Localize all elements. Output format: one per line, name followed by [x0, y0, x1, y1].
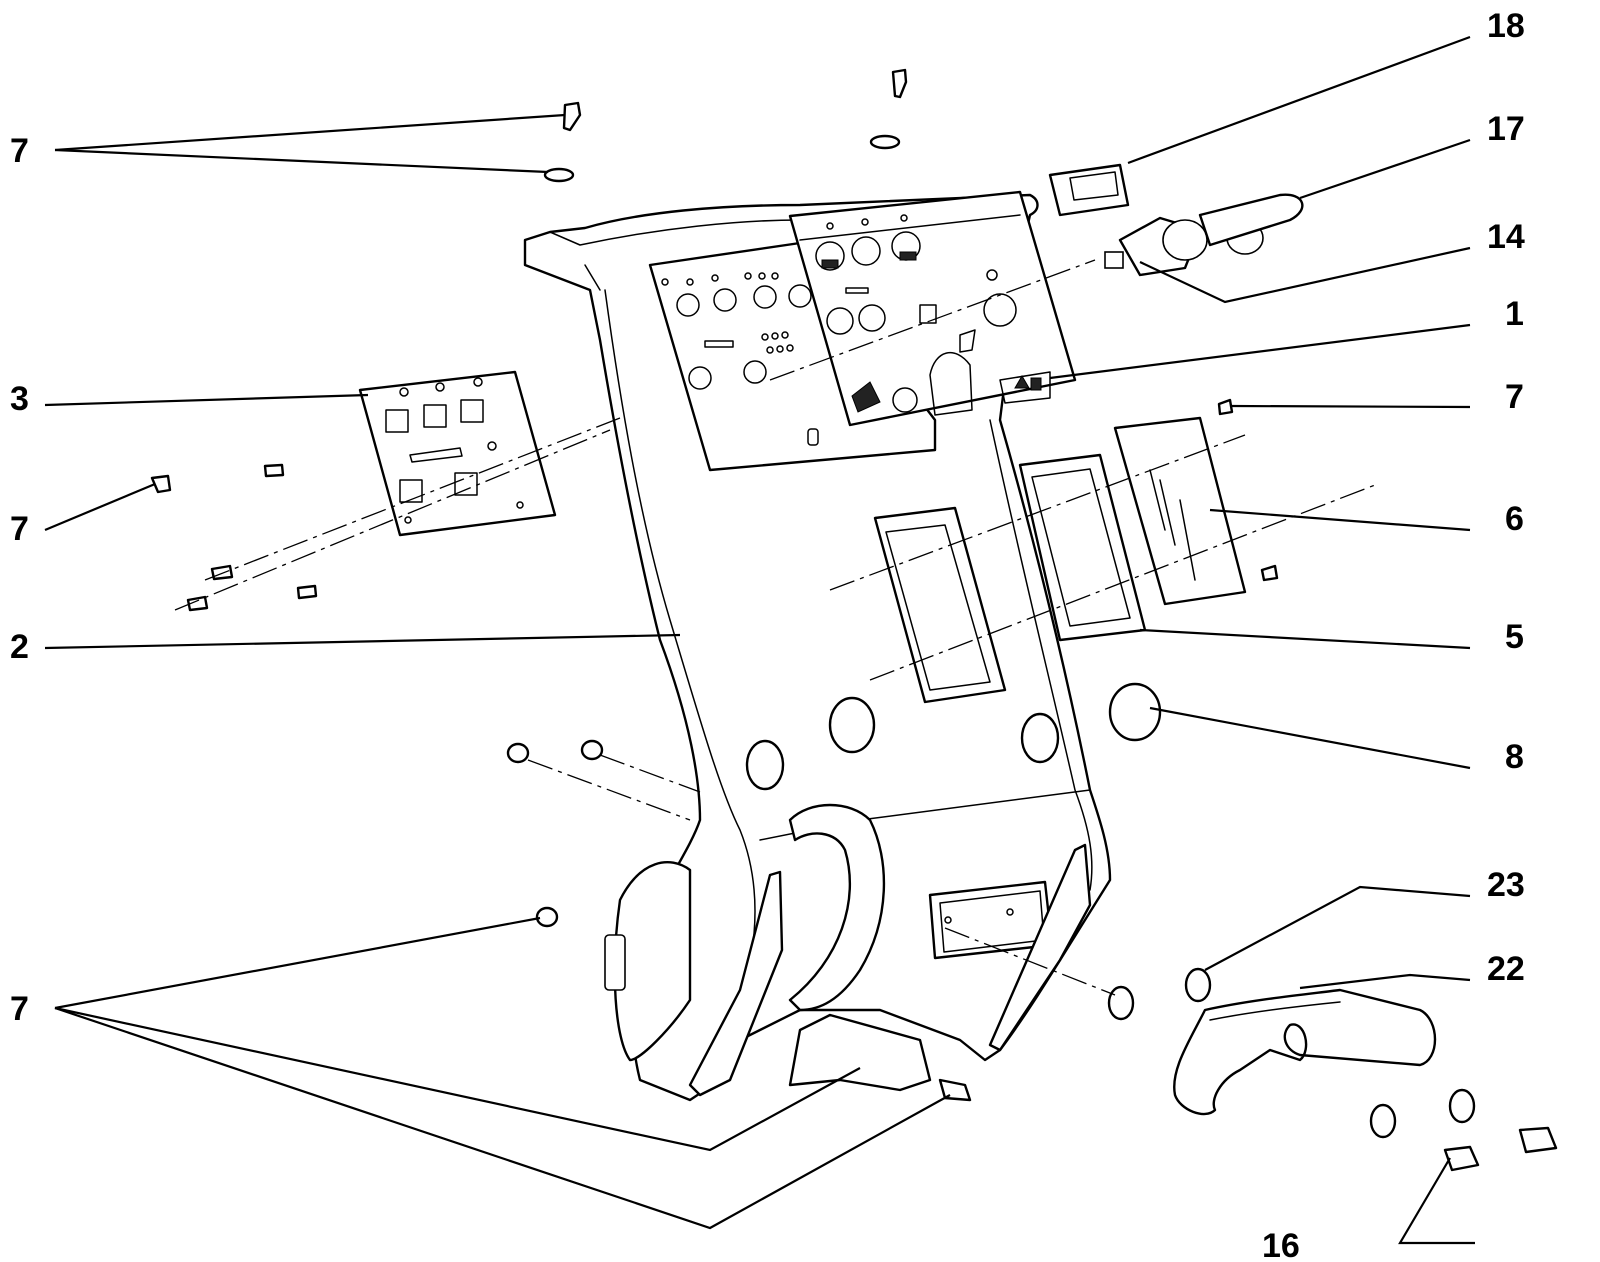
callout-5: 5 [1505, 618, 1524, 656]
callout-1: 1 [1505, 295, 1524, 333]
callout-6: 6 [1505, 500, 1524, 538]
callout-18: 18 [1487, 7, 1525, 45]
display-bezel-body [873, 506, 1007, 704]
callout-7-left: 7 [10, 510, 29, 548]
handle-part-22 [1173, 988, 1437, 1116]
callout-8: 8 [1505, 738, 1524, 776]
console-body [523, 193, 1112, 1102]
display-cover-part-6 [1113, 416, 1247, 606]
callout-7-bottom-left: 7 [10, 990, 29, 1028]
callout-14: 14 [1487, 218, 1525, 256]
plug-caps-part-8 [745, 682, 1162, 791]
callout-23: 23 [1487, 866, 1525, 904]
callout-16: 16 [1262, 1227, 1300, 1262]
assembly-axes [174, 259, 1376, 996]
callout-3: 3 [10, 380, 29, 418]
switch-plate-part-3 [358, 370, 557, 537]
callout-17: 17 [1487, 110, 1525, 148]
leader-lines [44, 35, 1475, 1245]
key-switch-part-14-17 [1104, 193, 1304, 277]
callout-labels: 18 17 14 1 7 6 5 8 23 22 16 3 2 7 7 7 [10, 7, 1525, 1262]
callout-7-right: 7 [1505, 378, 1524, 416]
fasteners [150, 68, 1558, 1172]
control-panel-part-1 [788, 190, 1077, 427]
callout-7-top-left: 7 [10, 132, 29, 170]
callout-22: 22 [1487, 950, 1525, 988]
callout-2: 2 [10, 628, 29, 666]
breaker-part-18 [1048, 163, 1130, 217]
washer-part-23 [1184, 967, 1212, 1003]
